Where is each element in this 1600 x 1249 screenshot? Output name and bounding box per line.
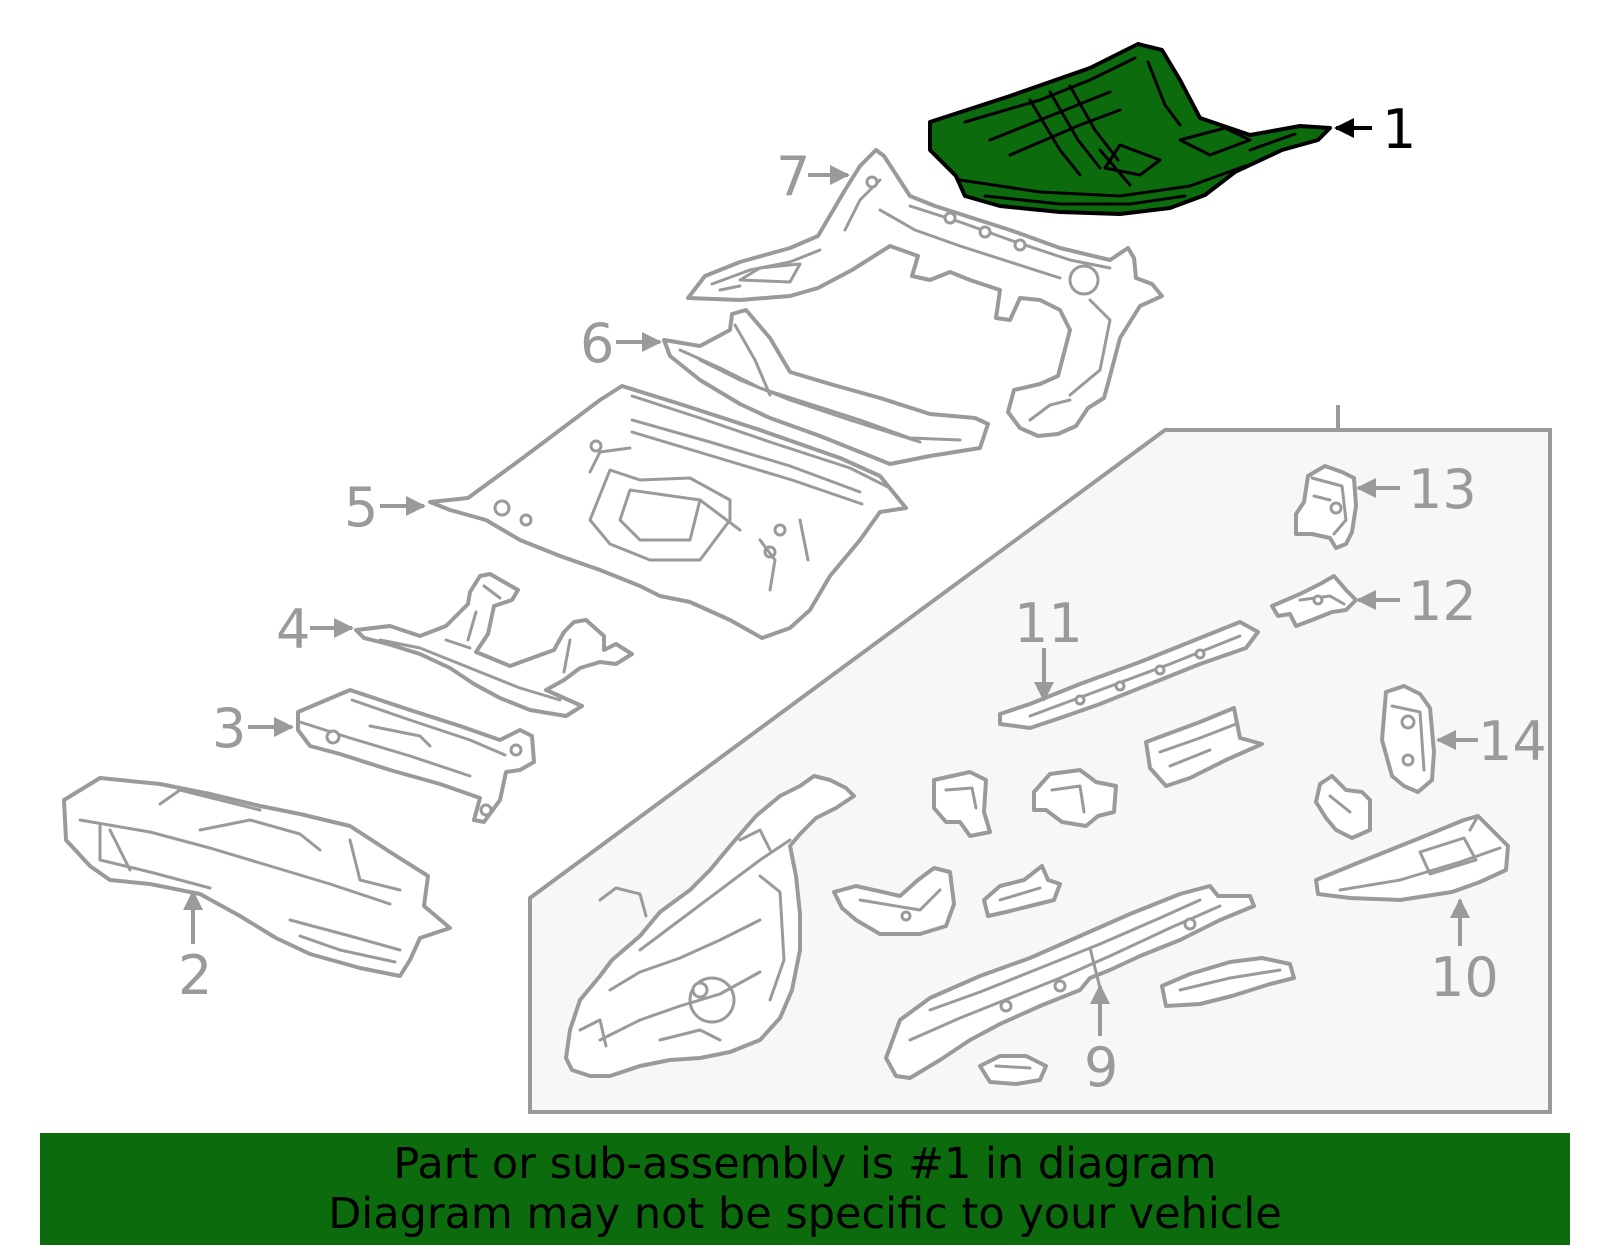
callout-1: 1 [1334,98,1416,161]
info-banner: Part or sub-assembly is #1 in diagram Di… [40,1133,1570,1245]
callout-label-10: 10 [1430,946,1499,1009]
callout-label-14: 14 [1478,710,1547,773]
part-6-crossmember[interactable] [662,308,990,466]
callout-2: 2 [178,890,212,1007]
part-inner-box-bracket-e[interactable] [1160,956,1296,1008]
callout-label-3: 3 [212,697,246,760]
callout-14: 14 [1436,710,1547,773]
part-1-rear-floor-pan[interactable] [928,42,1332,216]
part-inner-box-bracket-a[interactable] [1144,706,1264,788]
part-inner-box-bracket-g[interactable] [832,866,956,936]
part-7-crossmember[interactable] [686,148,1164,438]
callout-label-5: 5 [344,476,378,539]
callout-3: 3 [212,697,294,760]
callout-label-11: 11 [1014,592,1083,655]
callout-11: 11 [1014,592,1083,702]
part-inner-box-bracket-c[interactable] [1032,768,1118,828]
part-inner-box-bracket-d[interactable] [1314,774,1372,840]
callout-4: 4 [276,598,354,661]
part-13-bracket[interactable] [1294,464,1358,550]
callout-label-7: 7 [776,145,810,208]
callout-7: 7 [776,145,850,208]
part-9-rear-side-frame[interactable] [884,884,1256,1080]
callout-12: 12 [1356,570,1477,633]
part-11-rail[interactable] [998,620,1260,730]
callout-10: 10 [1430,898,1499,1009]
callout-5: 5 [344,476,426,539]
part-inner-box-bracket-b[interactable] [932,770,992,838]
callout-label-1: 1 [1382,98,1416,161]
part-3-bracket[interactable] [296,688,536,824]
callout-label-13: 13 [1408,458,1477,521]
callout-13: 13 [1356,458,1477,521]
callout-label-6: 6 [580,312,614,375]
callout-6: 6 [580,312,662,375]
callout-label-9: 9 [1084,1036,1118,1099]
part-2-rear-panel[interactable] [62,776,452,978]
callout-label-2: 2 [178,944,212,1007]
part-inner-box-wheelhouse[interactable] [564,774,856,1078]
part-14-bracket[interactable] [1380,684,1436,794]
part-5-floor-panel[interactable] [428,384,908,640]
part-inner-box-bracket-f[interactable] [978,1054,1048,1086]
part-4-crossmember[interactable] [354,572,634,718]
part-10-rail-extension[interactable] [1314,814,1510,902]
callout-label-12: 12 [1408,570,1477,633]
callout-label-4: 4 [276,598,310,661]
banner-line-1: Part or sub-assembly is #1 in diagram [393,1139,1217,1189]
part-inner-box-bracket-h[interactable] [982,864,1062,918]
callout-9: 9 [1084,984,1118,1099]
banner-line-2: Diagram may not be specific to your vehi… [328,1189,1282,1239]
part-12-bracket[interactable] [1270,574,1358,628]
